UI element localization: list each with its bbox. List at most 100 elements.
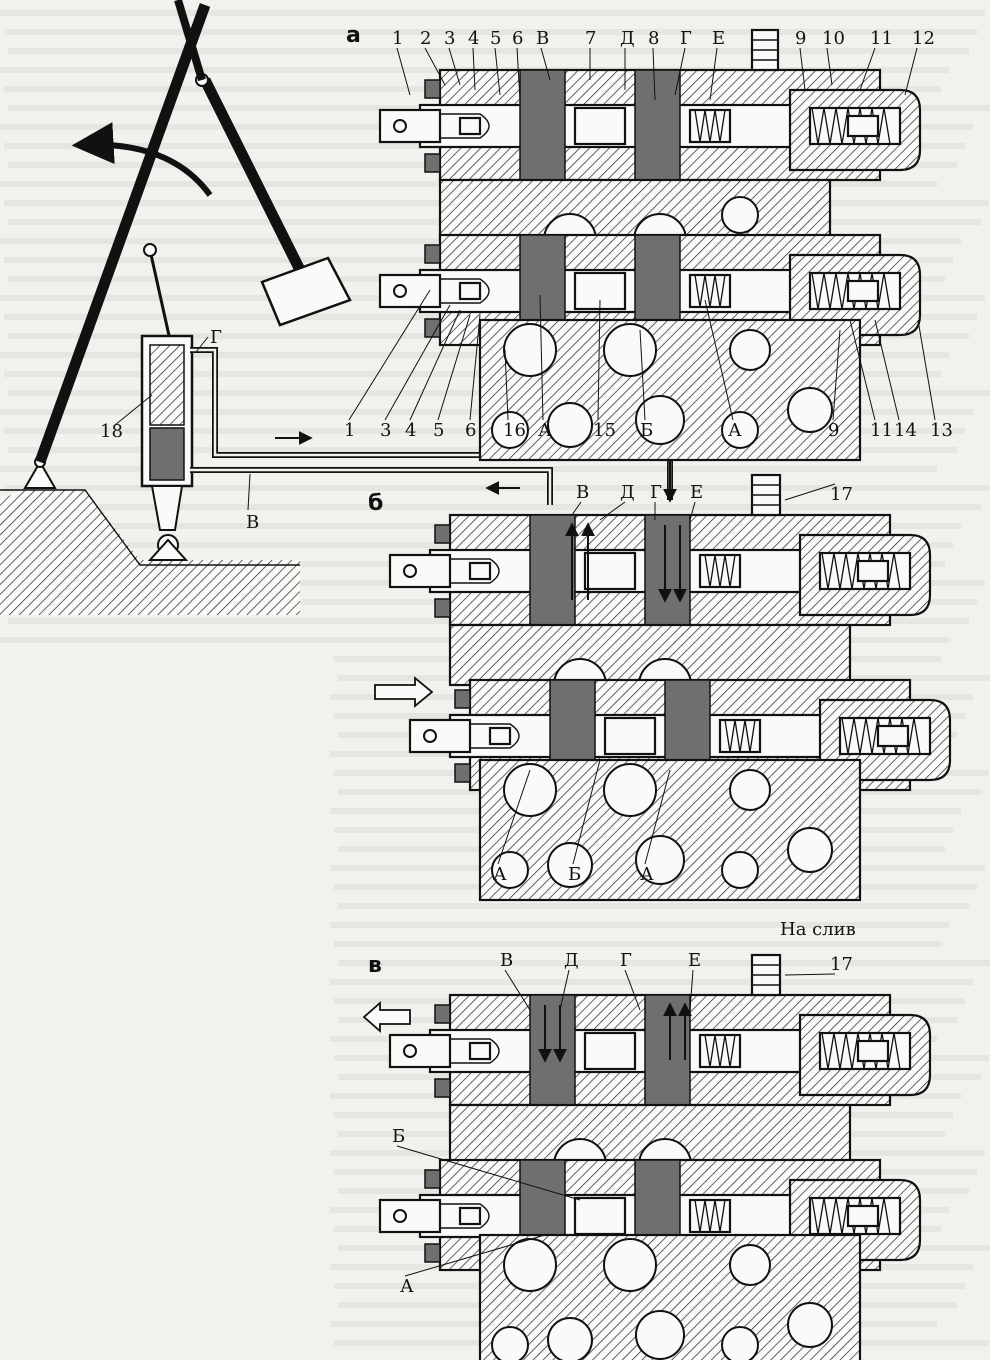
panel-a-top-label-10: Г bbox=[680, 28, 692, 49]
panel-a-valve bbox=[378, 28, 922, 462]
panel-a-bottom-label-8: Б bbox=[640, 420, 653, 441]
panel-c-label-4: 17 bbox=[830, 954, 853, 975]
panel-a-top-label-leader-15 bbox=[904, 47, 918, 96]
panel-a-top-label-13: 10 bbox=[822, 28, 845, 49]
panel-a-bottom-label-10: 9 bbox=[828, 420, 839, 441]
panel-a-bottom-label-leader-3 bbox=[437, 314, 471, 421]
panel-a-bottom-label-leader-6 bbox=[539, 294, 544, 421]
panel-c-label-leader-6 bbox=[404, 1234, 546, 1277]
panel-a-top-label-14: 11 bbox=[870, 28, 893, 49]
panel-a-top-label-7: 7 bbox=[585, 28, 596, 49]
label-pedal-V: В bbox=[246, 512, 259, 533]
panel-a-bottom-label-7: 15 bbox=[593, 420, 616, 441]
bleed-line bbox=[4, 371, 941, 377]
panel-a-top-label-11: Е bbox=[712, 28, 725, 49]
panel-a-top-label-leader-14 bbox=[859, 47, 876, 91]
panel-a-bottom-label-leader-5 bbox=[504, 349, 509, 421]
panel-b-valve bbox=[374, 473, 952, 902]
panel-a-top-label-9: 8 bbox=[648, 28, 659, 49]
panel-a-bottom-label-leader-1 bbox=[384, 304, 451, 421]
panel-a-top-label-leader-2 bbox=[448, 47, 461, 86]
panel-a-bottom-label-leader-13 bbox=[917, 319, 936, 421]
panel-a-top-label-6: В bbox=[536, 28, 549, 49]
drain-caption: На слив bbox=[780, 919, 856, 940]
panel-a-top-label-leader-10 bbox=[674, 47, 686, 96]
panel-a-bottom-label-leader-7 bbox=[597, 299, 601, 421]
panel-a-top-label-15: 12 bbox=[912, 28, 935, 49]
panel-a-top-label-leader-12 bbox=[799, 47, 806, 91]
panel-c-label-3: Е bbox=[688, 950, 701, 971]
panel-a-top-label-leader-11 bbox=[709, 47, 718, 101]
panel-a-top-label-3: 4 bbox=[468, 28, 479, 49]
bleed-line bbox=[338, 960, 990, 966]
pedal-assembly bbox=[0, 0, 677, 615]
panel-a-top-label-12: 9 bbox=[795, 28, 806, 49]
panel-b-label-leader-6 bbox=[572, 759, 601, 865]
panel-b-label-leader-0 bbox=[571, 501, 582, 516]
label-pedal-18: 18 bbox=[100, 421, 123, 442]
panel-a-top-label-leader-9 bbox=[652, 47, 656, 101]
bleed-line bbox=[4, 29, 977, 35]
panel-a-bottom-label-3: 5 bbox=[433, 420, 444, 441]
panel-a-top-label-leader-5 bbox=[516, 47, 521, 101]
panel-c-label-1: Д bbox=[564, 950, 579, 971]
panel-a-top-label-4: 5 bbox=[490, 28, 501, 49]
panel-a-bottom-label-leader-12 bbox=[874, 319, 900, 421]
panel-b-label-leader-1 bbox=[599, 501, 626, 521]
panel-b-label-5: А bbox=[493, 864, 507, 885]
panel-a-bottom-label-leader-9 bbox=[704, 299, 734, 421]
panel-c-label-6: А bbox=[400, 1276, 414, 1297]
panel-c-label-5: Б bbox=[392, 1126, 405, 1147]
panel-c-label-leader-4 bbox=[784, 973, 836, 976]
panel-a-bottom-label-leader-11 bbox=[849, 319, 876, 421]
panel-a-top-label-5: 6 bbox=[512, 28, 523, 49]
panel-a-letter: а bbox=[346, 23, 361, 48]
bleed-line bbox=[338, 903, 969, 909]
panel-a-top-label-8: Д bbox=[620, 28, 635, 49]
panel-c-label-leader-1 bbox=[559, 969, 570, 1011]
panel-a-bottom-label-5: 16 bbox=[503, 420, 526, 441]
panel-b-label-3: Е bbox=[690, 482, 703, 503]
panel-a-top-label-leader-1 bbox=[424, 47, 446, 86]
panel-c-label-0: В bbox=[500, 950, 513, 971]
bleed-line bbox=[330, 979, 973, 985]
panel-a-top-label-2: 3 bbox=[444, 28, 455, 49]
panel-a-bottom-label-9: А bbox=[728, 420, 742, 441]
panel-a-top-label-leader-0 bbox=[396, 47, 411, 96]
panel-b-label-4: 17 bbox=[830, 484, 853, 505]
panel-c-label-leader-0 bbox=[504, 969, 531, 1011]
panel-c-label-2: Г bbox=[620, 950, 632, 971]
panel-a-top-label-0: 1 bbox=[392, 28, 403, 49]
panel-a-bottom-label-4: 6 bbox=[465, 420, 476, 441]
panel-c-letter: в bbox=[368, 953, 382, 978]
panel-a-bottom-label-leader-8 bbox=[639, 329, 646, 421]
panel-a-top-label-1: 2 bbox=[420, 28, 431, 49]
panel-c-label-leader-5 bbox=[396, 1145, 581, 1201]
panel-a-top-label-leader-3 bbox=[472, 47, 476, 91]
panel-a-bottom-label-leader-0 bbox=[348, 289, 431, 421]
bleed-line bbox=[0, 352, 949, 358]
panel-c-valve bbox=[362, 953, 932, 1360]
panel-a-bottom-label-0: 1 bbox=[344, 420, 355, 441]
panel-b-label-leader-7 bbox=[644, 769, 671, 865]
bleed-line bbox=[334, 941, 941, 947]
panel-a-top-label-leader-4 bbox=[494, 47, 501, 96]
panel-b-label-leader-4 bbox=[784, 483, 836, 501]
bleed-line bbox=[0, 10, 985, 16]
bleed-line bbox=[330, 922, 949, 928]
panel-b-label-0: В bbox=[576, 482, 589, 503]
panel-a-top-label-leader-13 bbox=[826, 47, 833, 86]
panel-b-label-leader-5 bbox=[497, 769, 531, 865]
panel-b-label-6: Б bbox=[568, 864, 581, 885]
panel-b-label-7: А bbox=[640, 864, 654, 885]
panel-b-label-2: Г bbox=[650, 482, 662, 503]
panel-c-labels: В Д Г Е 17Б А bbox=[392, 950, 853, 1297]
panel-a-bottom-label-11: 11 bbox=[870, 420, 893, 441]
panel-a-bottom-label-leader-10 bbox=[832, 329, 841, 421]
label-pedal-G: Г bbox=[210, 327, 222, 348]
bleed-line bbox=[8, 48, 969, 54]
